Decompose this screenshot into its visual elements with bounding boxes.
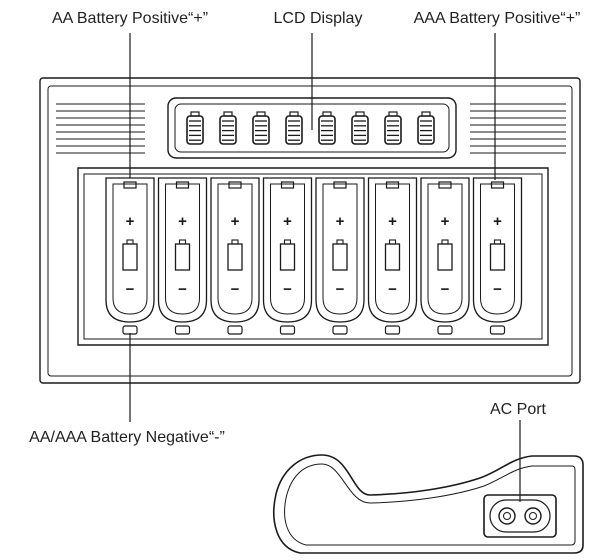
lcd-battery-icon [417, 111, 435, 145]
lcd-battery-icon [252, 111, 270, 145]
lcd-battery-icon [285, 111, 303, 145]
lcd-display-label: LCD Display [274, 10, 363, 27]
battery-slot: +− [472, 177, 523, 335]
battery-icon [174, 239, 191, 271]
positive-contact [123, 181, 137, 189]
negative-contact [489, 325, 506, 335]
negative-contact [279, 325, 296, 335]
positive-contact [490, 181, 505, 189]
battery-slot: +− [262, 177, 313, 335]
battery-slot: +− [367, 177, 418, 335]
battery-icon [437, 239, 453, 271]
negative-contact [332, 325, 348, 335]
plus-icon: + [231, 213, 240, 230]
plus-icon: + [283, 213, 292, 230]
charger-side-view [273, 454, 584, 554]
negative-contact [122, 325, 138, 335]
ac-port-label: AC Port [490, 401, 547, 418]
battery-slots: +−+−+−+−+−+−+−+− [105, 177, 523, 335]
negative-terminal-label: AA/AAA Battery Negative“-” [29, 429, 225, 446]
minus-icon: − [178, 281, 187, 298]
negative-contact [437, 325, 453, 335]
minus-icon: − [441, 281, 450, 298]
lcd-battery-indicators [186, 111, 435, 145]
lcd-battery-icon [351, 111, 369, 145]
plus-icon: + [493, 213, 502, 230]
battery-icon [227, 239, 243, 271]
positive-contact [333, 181, 347, 189]
negative-contact [227, 325, 243, 335]
lcd-battery-icon [384, 111, 402, 145]
minus-icon: − [231, 281, 240, 298]
negative-contact [174, 325, 191, 335]
battery-icon [122, 239, 138, 271]
plus-icon: + [178, 213, 187, 230]
right-vent [470, 103, 566, 154]
plus-icon: + [126, 213, 135, 230]
slot-bay: +−+−+−+−+−+−+−+− [77, 167, 549, 346]
minus-icon: − [336, 281, 345, 298]
positive-contact [228, 181, 242, 189]
battery-icon [489, 239, 506, 271]
aa-positive-label: AA Battery Positive“+” [52, 10, 208, 27]
minus-icon: − [388, 281, 397, 298]
battery-slot: +− [157, 177, 208, 335]
battery-slot: +− [105, 177, 155, 335]
battery-slot: +− [315, 177, 365, 335]
battery-icon [279, 239, 296, 271]
minus-icon: − [126, 281, 135, 298]
minus-icon: − [493, 281, 502, 298]
battery-slot: +− [210, 177, 260, 335]
callout-lines [129, 33, 521, 502]
lcd-battery-icon [219, 111, 237, 145]
plus-icon: + [336, 213, 345, 230]
lcd-battery-icon [186, 111, 204, 145]
left-vent [56, 103, 145, 154]
charger-body: +−+−+−+−+−+−+−+− [39, 77, 581, 384]
aaa-positive-label: AAA Battery Positive“+” [414, 10, 581, 27]
battery-icon [384, 239, 401, 271]
negative-contact [384, 325, 401, 335]
plus-icon: + [388, 213, 397, 230]
battery-icon [332, 239, 348, 271]
lcd-battery-icon [318, 111, 336, 145]
positive-contact [280, 181, 295, 189]
positive-contact [175, 181, 190, 189]
minus-icon: − [283, 281, 292, 298]
positive-contact [385, 181, 400, 189]
positive-contact [438, 181, 452, 189]
plus-icon: + [441, 213, 450, 230]
battery-slot: +− [420, 177, 470, 335]
